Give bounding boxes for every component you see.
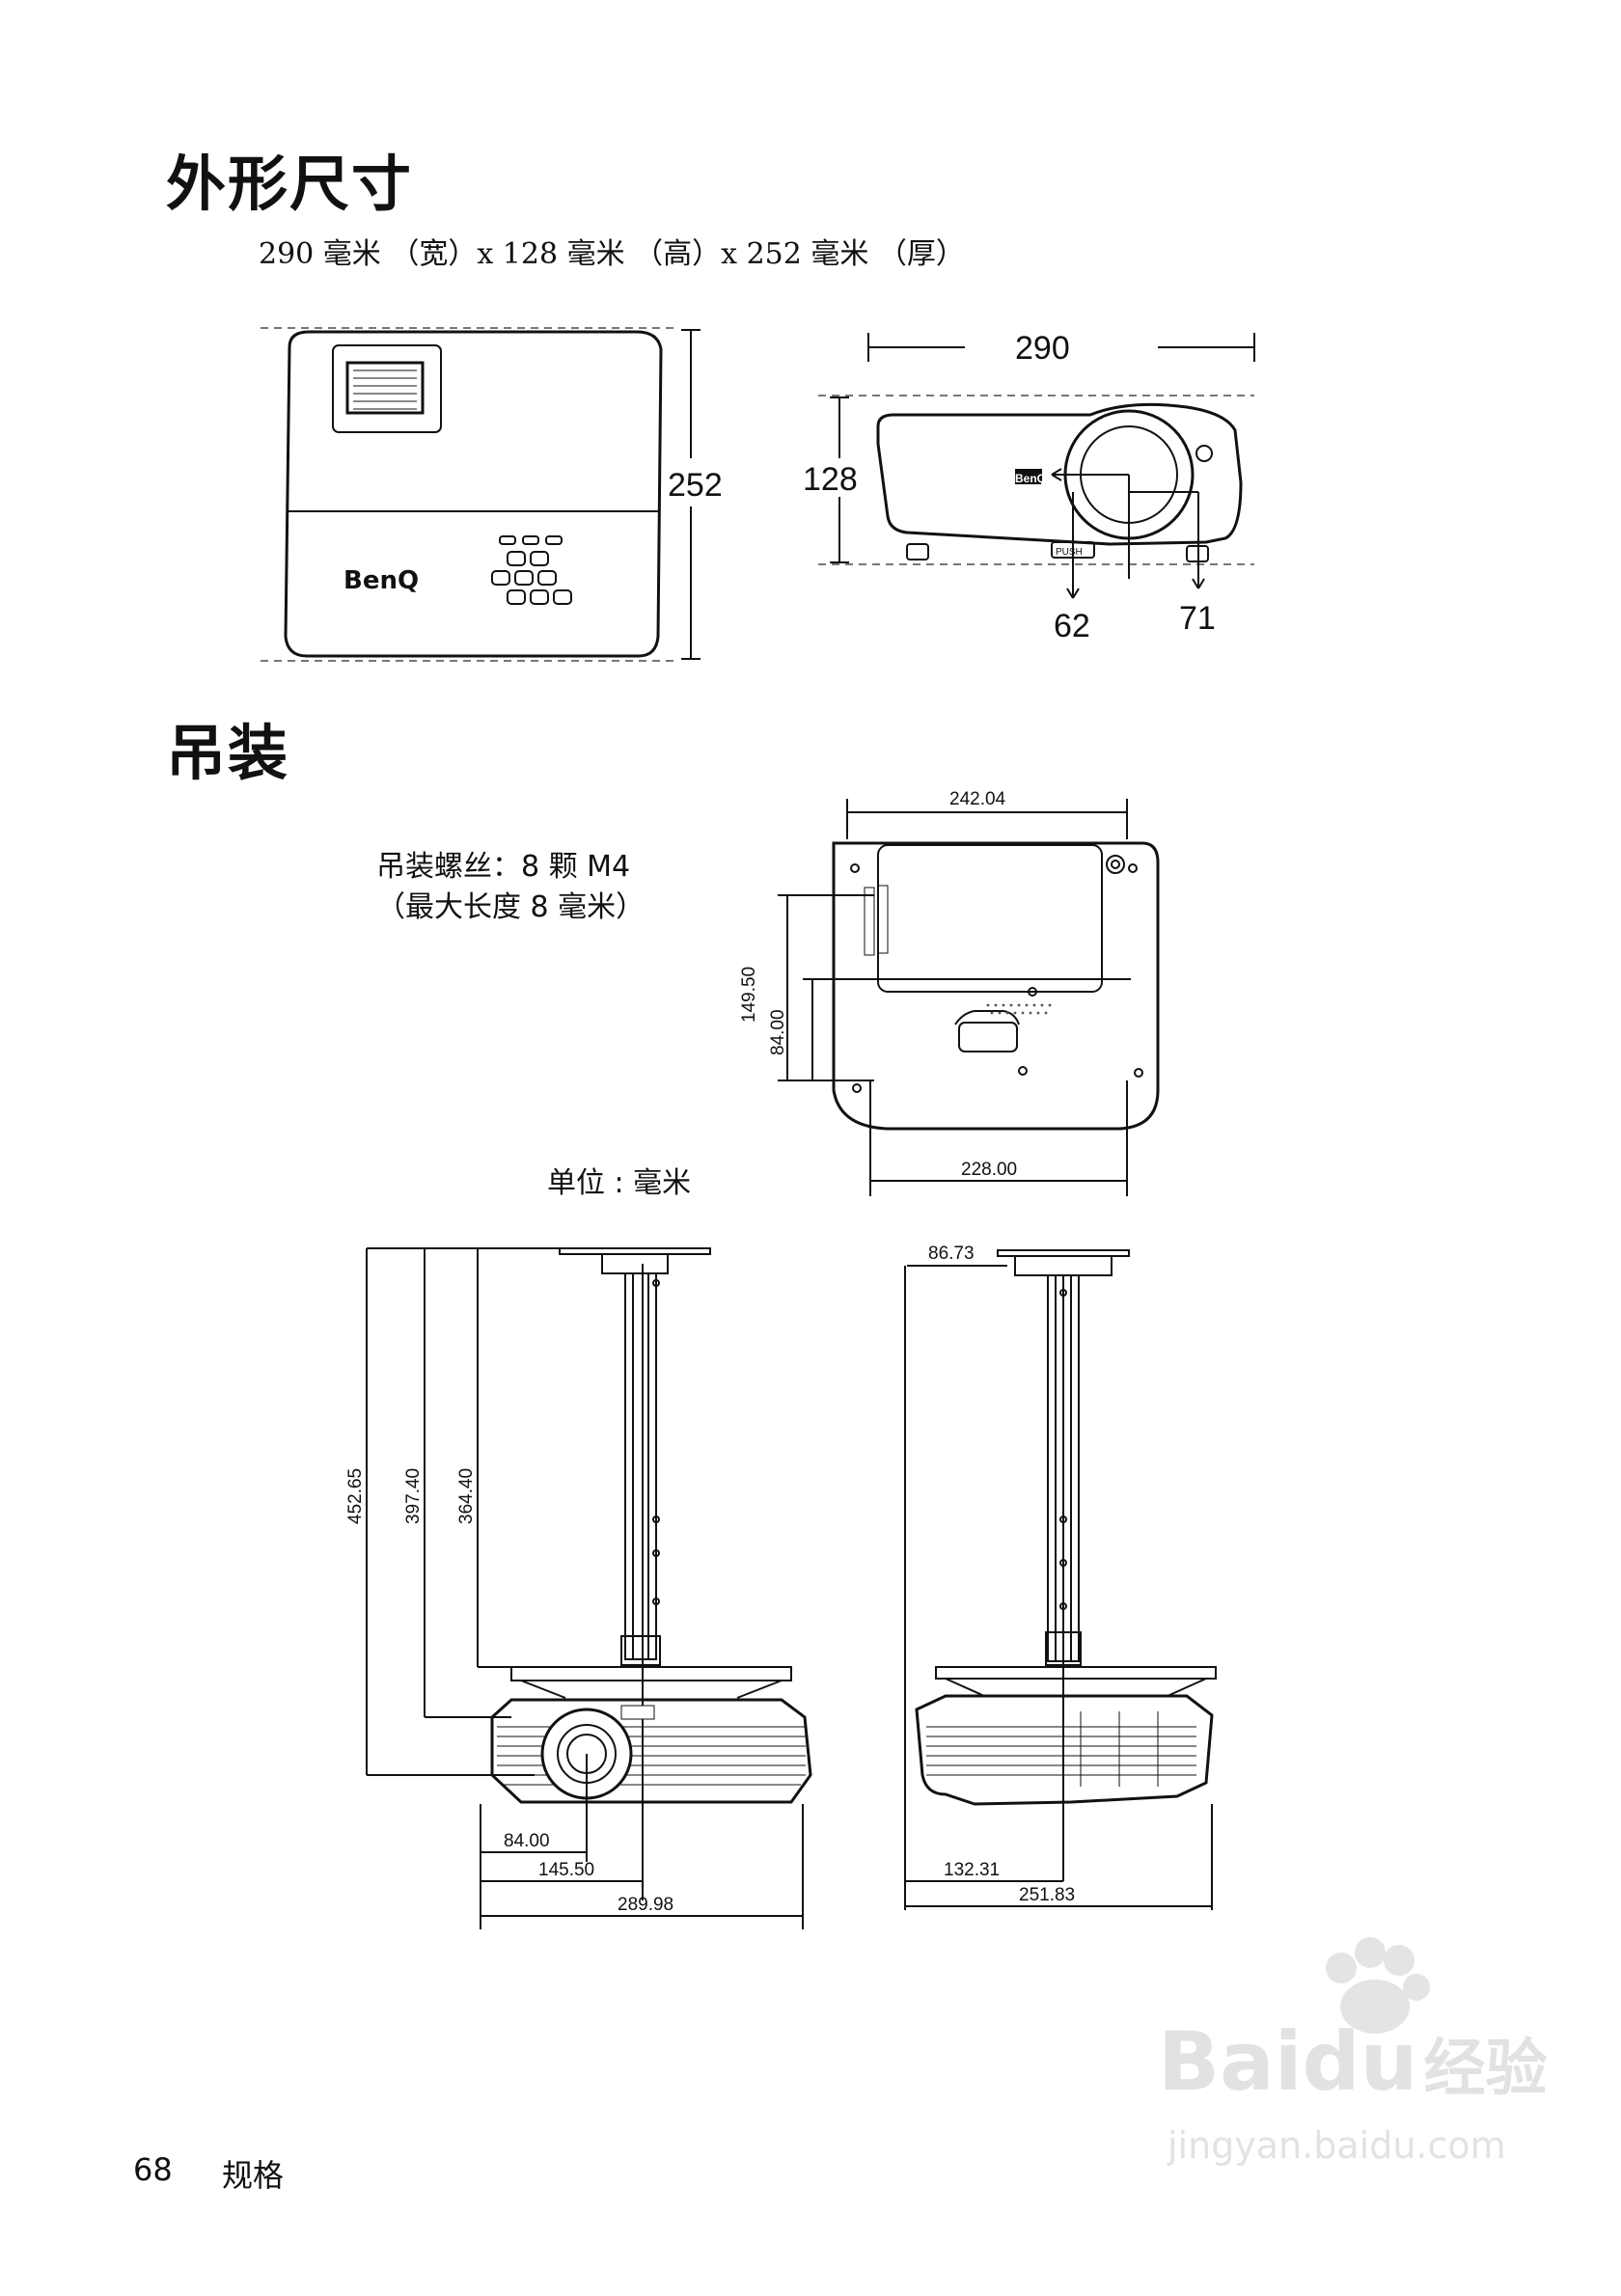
screw-note-line2: （最大长度 8 毫米） <box>376 890 646 924</box>
mount-front-w3: 289.98 <box>618 1895 673 1915</box>
screw-note-line1: 吊装螺丝：8 颗 M4 <box>376 850 631 884</box>
watermark-url: jingyan.baidu.com <box>1168 2124 1506 2167</box>
mount-side-drawing: 86.73 132.31 251.83 <box>904 1244 1217 1910</box>
watermark-logo-cn: 经验 <box>1423 2034 1548 2105</box>
watermark: Baidu经验 jingyan.baidu.com <box>1158 1910 1563 2200</box>
front-view-offset-right-label: 71 <box>1179 600 1216 637</box>
watermark-logo-text2: du <box>1302 2014 1418 2109</box>
front-view-push-label: PUSH <box>1056 547 1083 558</box>
bottom-view-bottom-width: 228.00 <box>961 1160 1017 1180</box>
mount-front-h2: 397.40 <box>403 1468 424 1524</box>
page-title-ceiling: 吊装 <box>166 718 290 788</box>
screw-note: 吊装螺丝：8 颗 M4 （最大长度 8 毫米） <box>376 847 645 928</box>
mount-front-h3: 364.40 <box>456 1468 477 1524</box>
mount-front-w2: 145.50 <box>538 1860 594 1880</box>
bottom-view-left-dim-2: 84.00 <box>768 1009 788 1055</box>
footer-page-number: 68 <box>133 2151 173 2188</box>
page-title-dimensions: 外形尺寸 <box>166 149 414 219</box>
front-view-width-label: 290 <box>1015 330 1070 367</box>
watermark-logo-text: Bai <box>1158 2014 1303 2109</box>
front-view-brand: BenQ <box>1015 472 1046 485</box>
unit-note: 单位 : 毫米 <box>547 1166 692 1200</box>
front-view-height-label: 128 <box>803 461 858 498</box>
watermark-logo: Baidu经验 <box>1158 2014 1547 2109</box>
bottom-view-top-width: 242.04 <box>949 789 1006 809</box>
top-view-brand: BenQ <box>343 566 419 595</box>
footer-section: 规格 <box>222 2157 285 2194</box>
mount-side-top-offset: 86.73 <box>928 1244 975 1264</box>
top-view-drawing: BenQ 252 <box>261 327 728 662</box>
top-view-depth-label: 252 <box>668 467 723 504</box>
front-view-drawing: BenQ PUSH 290 128 62 71 <box>801 330 1255 644</box>
watermark-paw-icon <box>1326 1937 1430 2034</box>
front-view-offset-left-label: 62 <box>1054 608 1090 644</box>
bottom-view-drawing: 242.04 228.00 149.50 84.00 <box>739 789 1160 1196</box>
mount-front-h1: 452.65 <box>345 1468 366 1524</box>
bottom-view-left-dim-1: 149.50 <box>739 967 759 1023</box>
mount-front-w1: 84.00 <box>504 1831 550 1851</box>
mount-side-w1: 132.31 <box>944 1860 1000 1880</box>
dimension-spec: 290 毫米 （宽）x 128 毫米 （高）x 252 毫米 （厚） <box>259 237 965 271</box>
mount-front-drawing: 452.65 397.40 364.40 84.00 145.50 289.98 <box>345 1247 812 1929</box>
mount-side-w2: 251.83 <box>1019 1885 1075 1905</box>
